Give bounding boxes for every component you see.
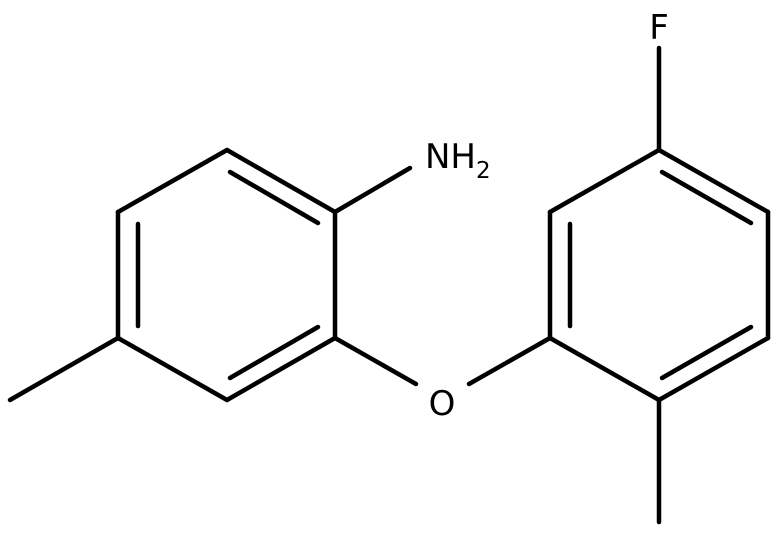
bond-c9-c10	[656, 147, 771, 215]
bond-c2-nitrogen	[332, 165, 413, 215]
bond-c3-c4-inner	[227, 324, 321, 381]
bond-oxygen-c7	[466, 335, 553, 387]
bond-c9-c10-inner	[659, 169, 754, 226]
bond-c1-c2	[224, 147, 338, 215]
bond-c4-c5	[115, 335, 230, 403]
bond-c11-c12	[656, 335, 771, 403]
fluorophenyl-ring	[547, 147, 771, 403]
bond-c12-c7	[547, 335, 662, 403]
ether-oxygen-label: O	[429, 384, 456, 424]
aniline-ring	[115, 147, 338, 403]
bond-c3-oxygen	[332, 335, 419, 387]
amine-main-text: NH	[425, 137, 476, 177]
fluorine-label: F	[649, 8, 669, 48]
amine-subscript: 2	[476, 158, 491, 184]
bond-methyl-left	[7, 335, 121, 403]
bond-c1-c2-inner	[227, 169, 321, 226]
bond-c6-c1	[115, 147, 230, 215]
bond-c8-c9	[547, 147, 662, 215]
amine-label: NH2	[425, 137, 491, 184]
bond-c11-c12-inner	[659, 324, 754, 381]
bond-c3-c4	[224, 335, 338, 403]
